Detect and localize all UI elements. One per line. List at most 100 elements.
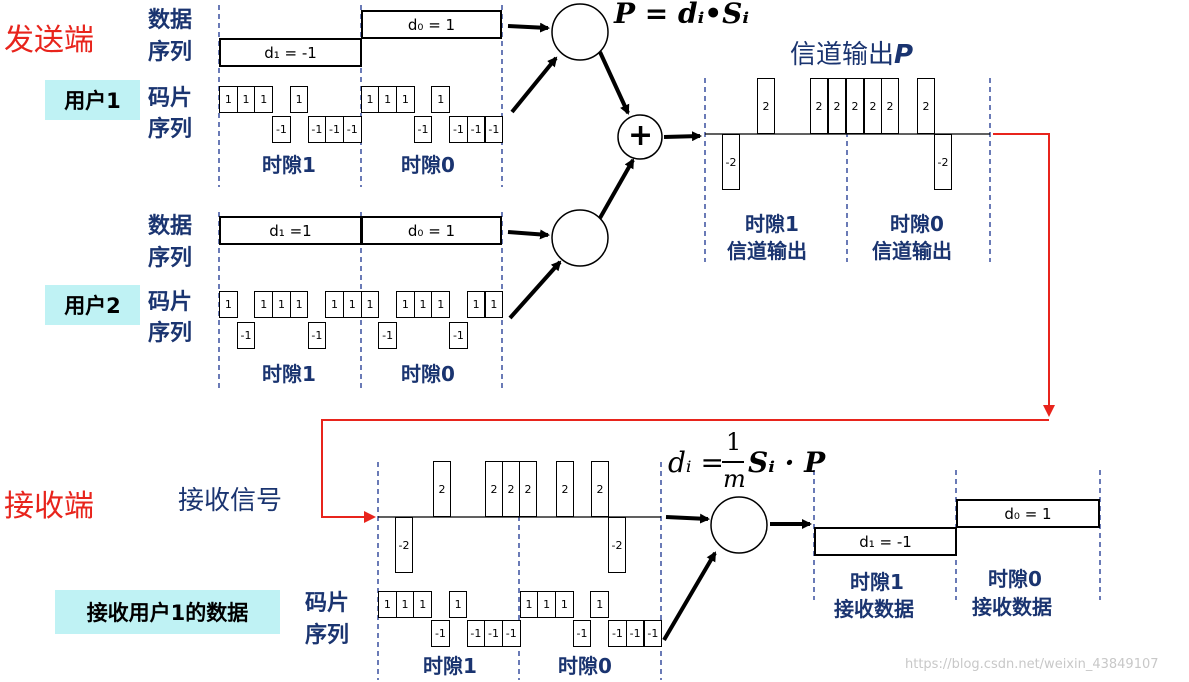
channel-bar-7: 2 (881, 78, 899, 134)
receiver-slot0-label: 时隙0 (558, 654, 612, 678)
user1-chip-7: -1 (342, 116, 362, 143)
out-slot0-line1: 时隙0 (988, 567, 1042, 591)
channel-title: 信道输出P (790, 42, 913, 68)
user1-chip-3: -1 (272, 116, 291, 143)
arrow (662, 551, 717, 642)
user2-chip-0: 1 (219, 291, 238, 318)
user2-chip-10: 1 (396, 291, 415, 318)
user1-chip-2: 1 (254, 86, 274, 113)
receive-bar-3: 2 (502, 461, 520, 517)
user1-chip-15: -1 (484, 116, 504, 143)
channel-bar-0: -2 (722, 134, 740, 190)
out-slot1-line2: 接收数据 (834, 597, 914, 621)
code-seq-label-user1-line1: 码片 (148, 86, 193, 111)
channel-bar-5: 2 (864, 78, 882, 134)
user2-chip-14: 1 (466, 291, 486, 318)
arrow (663, 131, 702, 142)
despread-formula-rhs: Sᵢ · P (748, 446, 826, 479)
receiver-chip-4: 1 (448, 591, 468, 618)
user2-chip-11: 1 (413, 291, 433, 318)
user2-chip-5: -1 (307, 322, 327, 349)
channel-title-var: P (894, 40, 914, 70)
user1-chip-4: 1 (289, 86, 309, 113)
received-data-d0: d₀ = 1 (956, 499, 1100, 528)
receive-bar-1: 2 (433, 461, 451, 517)
adder-circle (617, 114, 663, 160)
user2-data-d0: d₀ = 1 (361, 216, 502, 245)
receiver-chip-7: -1 (501, 620, 521, 647)
user2-chip-2: 1 (254, 291, 274, 318)
user2-chip-9: -1 (378, 322, 397, 349)
received-data-d1: d₁ = -1 (814, 527, 957, 556)
arrow (510, 56, 558, 114)
user2-chip-8: 1 (360, 291, 380, 318)
out-slot1-line1: 时隙1 (850, 570, 904, 594)
arrow (507, 229, 550, 240)
user2-chip-15: 1 (484, 291, 504, 318)
user2-data-d1: d₁ =1 (219, 216, 362, 245)
channel-bar-4: 2 (846, 78, 864, 134)
channel-slot0-line1: 时隙0 (890, 212, 944, 236)
user1-chip-6: -1 (325, 116, 344, 143)
channel-bar-1: 2 (757, 78, 775, 134)
receive-bar-2: 2 (485, 461, 503, 517)
user1-chip-11: -1 (413, 116, 433, 143)
channel-slot1-line2: 信道输出 (727, 239, 807, 263)
watermark: https://blog.csdn.net/weixin_43849107 (905, 657, 1159, 672)
data-seq-label-user1-line1: 数据 (148, 8, 193, 33)
arrow (665, 513, 710, 524)
user1-chip-13: -1 (449, 116, 468, 143)
multiplier-circle-user2 (551, 209, 609, 267)
user1-slot1-label: 时隙1 (262, 153, 316, 177)
channel-slot0-line2: 信道输出 (872, 239, 952, 263)
channel-slot1-line1: 时隙1 (745, 212, 799, 236)
receiver-chip-2: 1 (413, 591, 433, 618)
arrow (508, 260, 562, 320)
multiplier-circle-user1 (551, 3, 609, 61)
receiver-chip-14: -1 (625, 620, 645, 647)
receive-user1-badge: 接收用户1的数据 (55, 590, 280, 634)
channel-bar-2: 2 (810, 78, 828, 134)
user1-chip-9: 1 (378, 86, 397, 113)
user2-slot1-label: 时隙1 (262, 362, 316, 386)
user1-chip-1: 1 (236, 86, 256, 113)
code-seq-label-user1-line2: 序列 (148, 117, 193, 142)
user1-chip-0: 1 (219, 86, 238, 113)
data-seq-label-user2-line1: 数据 (148, 214, 193, 239)
plus-sign: + (628, 118, 654, 153)
despread-formula-den: m (723, 465, 746, 493)
out-slot0-line2: 接收数据 (972, 595, 1052, 619)
channel-title-text: 信道输出 (790, 40, 895, 70)
user2-chip-12: 1 (431, 291, 451, 318)
receiver-chip-12: 1 (590, 591, 610, 618)
code-seq-label-user2-line1: 码片 (148, 290, 193, 315)
arrow (598, 158, 635, 219)
user1-data-d1: d₁ = -1 (219, 38, 362, 67)
user2-chip-13: -1 (449, 322, 468, 349)
receive-bar-4: 2 (519, 461, 537, 517)
sender-title: 发送端 (4, 23, 94, 58)
receiver-multiplier-circle (710, 496, 768, 554)
code-seq-label-user2-line2: 序列 (148, 321, 193, 346)
spread-formula: P = dᵢ•Sᵢ (614, 0, 750, 30)
receiver-chip-8: 1 (519, 591, 539, 618)
receive-bar-5: 2 (556, 461, 574, 517)
user1-chip-10: 1 (396, 86, 415, 113)
receiver-chip-10: 1 (555, 591, 574, 618)
user1-chip-5: -1 (307, 116, 327, 143)
arrow (507, 22, 550, 33)
receive-signal-label: 接收信号 (178, 486, 283, 516)
user2-chip-1: -1 (236, 322, 256, 349)
receiver-chip-5: -1 (466, 620, 486, 647)
user1-chip-14: -1 (466, 116, 486, 143)
user2-chip-3: 1 (272, 291, 291, 318)
receiver-chip-6: -1 (484, 620, 503, 647)
receiver-chip-15: -1 (643, 620, 663, 647)
receiver-chip-1: 1 (395, 591, 415, 618)
receiver-chip-3: -1 (431, 620, 450, 647)
despread-formula-lhs: dᵢ = (668, 446, 724, 479)
channel-bar-9: 2 (917, 78, 935, 134)
receiver-title: 接收端 (4, 489, 94, 524)
